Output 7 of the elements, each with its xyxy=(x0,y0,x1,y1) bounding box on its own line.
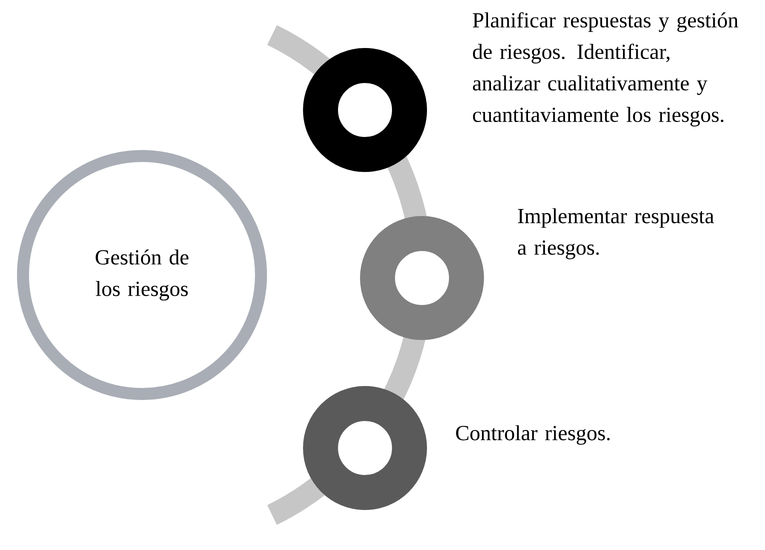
ring-marker xyxy=(303,48,427,172)
step-text: Implementar respuesta a riesgos. xyxy=(518,208,714,260)
step-text: Controlar riesgos. xyxy=(456,425,610,445)
step-text: Planificar respuestas y gestión de riesgos. Identificar, analizar cualitativamente y cuantitaviamente los riesgos. xyxy=(472,12,738,126)
ring-marker xyxy=(360,216,484,340)
ring-marker xyxy=(303,386,427,510)
circle-node: Gestión de los riesgos xyxy=(17,150,267,400)
